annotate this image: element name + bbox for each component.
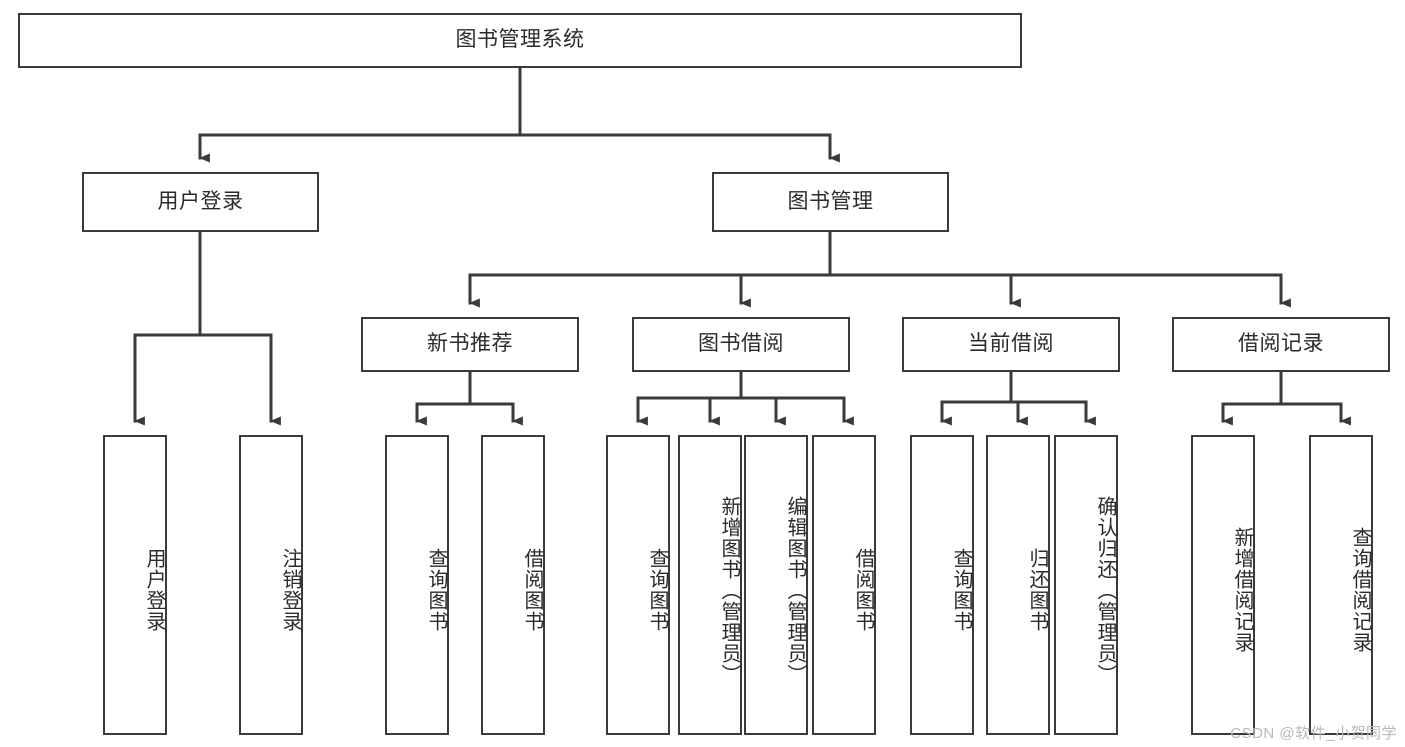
node-leaf-borrow-book-rec-label: 借阅图书 — [521, 548, 543, 632]
node-leaf-edit-book[interactable]: 编辑图书（管理员） — [744, 435, 808, 735]
node-leaf-add-record-label: 新增借阅记录 — [1231, 527, 1253, 653]
node-new-book-rec[interactable]: 新书推荐 — [361, 317, 579, 372]
node-book-manage[interactable]: 图书管理 — [712, 172, 949, 232]
node-leaf-query-record[interactable]: 查询借阅记录 — [1309, 435, 1373, 735]
node-current-borrow-label: 当前借阅 — [968, 332, 1054, 356]
node-borrow-record-label: 借阅记录 — [1238, 332, 1324, 356]
node-book-borrow[interactable]: 图书借阅 — [632, 317, 850, 372]
node-leaf-add-book[interactable]: 新增图书（管理员） — [678, 435, 742, 735]
watermark: CSDN @软件_小贺同学 — [1230, 725, 1397, 742]
node-leaf-query-book-cur[interactable]: 查询图书 — [910, 435, 974, 735]
node-leaf-edit-book-label: 编辑图书（管理员） — [784, 495, 806, 685]
node-root[interactable]: 图书管理系统 — [18, 13, 1022, 68]
node-leaf-return-book-label: 归还图书 — [1026, 548, 1048, 632]
node-current-borrow[interactable]: 当前借阅 — [902, 317, 1120, 372]
node-leaf-query-record-label: 查询借阅记录 — [1349, 527, 1371, 653]
node-leaf-user-login-label: 用户登录 — [143, 548, 165, 632]
node-root-label: 图书管理系统 — [455, 28, 585, 52]
node-user-login[interactable]: 用户登录 — [82, 172, 319, 232]
node-leaf-add-book-label: 新增图书（管理员） — [718, 495, 740, 685]
node-leaf-return-book[interactable]: 归还图书 — [986, 435, 1050, 735]
node-new-book-rec-label: 新书推荐 — [427, 332, 513, 356]
node-leaf-query-book-cur-label: 查询图书 — [950, 548, 972, 632]
node-leaf-user-logout[interactable]: 注销登录 — [239, 435, 303, 735]
node-book-manage-label: 图书管理 — [787, 189, 874, 213]
node-leaf-query-book-borrow-label: 查询图书 — [646, 548, 668, 632]
node-user-login-label: 用户登录 — [157, 189, 244, 213]
node-leaf-confirm-return[interactable]: 确认归还（管理员） — [1054, 435, 1118, 735]
node-leaf-borrow-book-rec[interactable]: 借阅图书 — [481, 435, 545, 735]
node-leaf-query-book-borrow[interactable]: 查询图书 — [606, 435, 670, 735]
node-leaf-query-book-rec[interactable]: 查询图书 — [385, 435, 449, 735]
node-leaf-user-login[interactable]: 用户登录 — [103, 435, 167, 735]
node-book-borrow-label: 图书借阅 — [698, 332, 784, 356]
node-borrow-record[interactable]: 借阅记录 — [1172, 317, 1390, 372]
node-leaf-add-record[interactable]: 新增借阅记录 — [1191, 435, 1255, 735]
node-leaf-user-logout-label: 注销登录 — [279, 548, 301, 632]
node-leaf-confirm-return-label: 确认归还（管理员） — [1094, 495, 1116, 685]
node-leaf-query-book-rec-label: 查询图书 — [425, 548, 447, 632]
node-leaf-borrow-book[interactable]: 借阅图书 — [812, 435, 876, 735]
node-leaf-borrow-book-label: 借阅图书 — [852, 548, 874, 632]
